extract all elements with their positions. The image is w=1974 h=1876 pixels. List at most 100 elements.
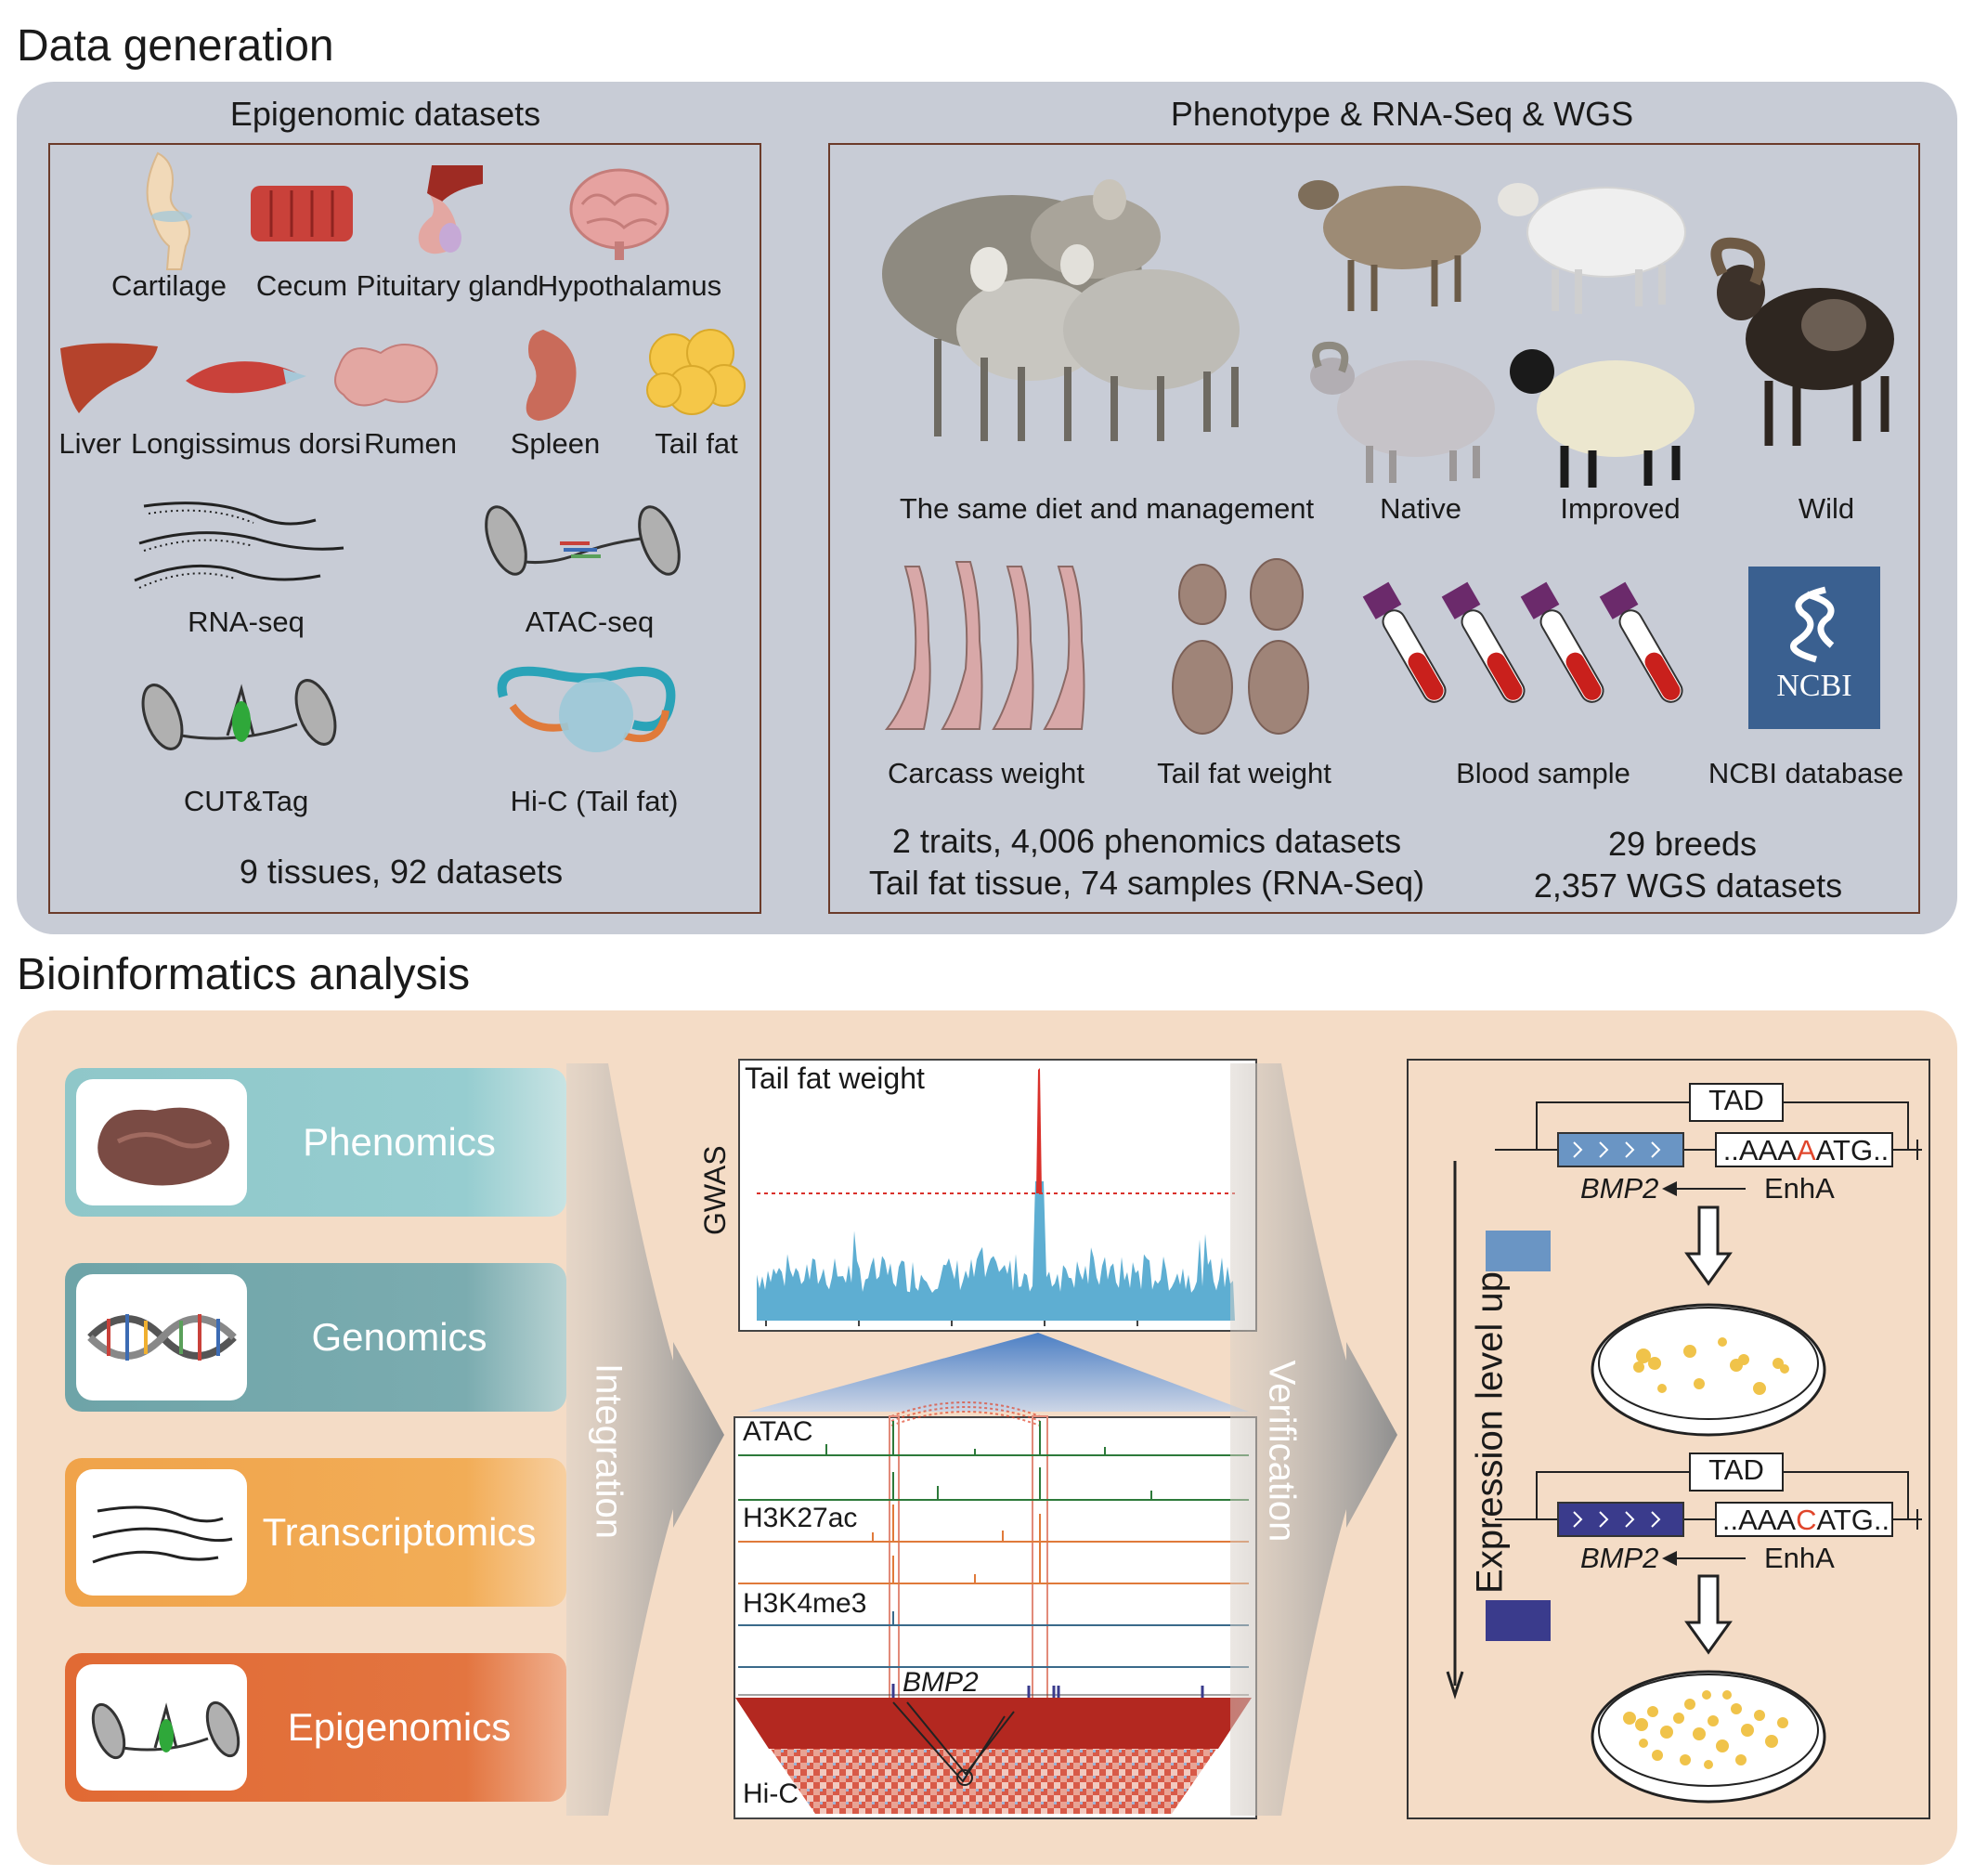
tissue-label-tail-fat: Tail fat	[655, 427, 738, 460]
section-title-bioinformatics: Bioinformatics analysis	[17, 950, 471, 999]
tissue-label-cartilage: Cartilage	[110, 269, 227, 302]
transcriptomics-label: Transcriptomics	[262, 1510, 537, 1554]
rna-seq-icon	[134, 502, 344, 589]
epigenomics-tile	[76, 1664, 247, 1791]
genomics-block: Genomics	[65, 1263, 566, 1412]
gwas-signal-area	[757, 1181, 1235, 1321]
phenomics-label: Phenomics	[303, 1120, 496, 1164]
verification-arrow-icon	[1230, 1063, 1397, 1816]
enhancer-sequence-1: ..AAAAATG..	[1718, 1134, 1894, 1167]
sample-label-tail-fat-weight: Tail fat weight	[1157, 757, 1331, 789]
transcriptomics-block: Transcriptomics	[65, 1458, 566, 1607]
sample-label-blood-sample: Blood sample	[1456, 757, 1630, 789]
zoom-triangle	[747, 1333, 1249, 1412]
assay-label-rna-seq: RNA-seq	[188, 606, 305, 638]
native-horned-sheep-icon	[1310, 341, 1495, 483]
genomics-label: Genomics	[311, 1315, 487, 1359]
epigenomic-title: Epigenomic datasets	[229, 95, 541, 133]
track-label-bmp2: BMP2	[903, 1667, 979, 1698]
legend-light-box	[1486, 1231, 1551, 1271]
sample-label-carcass-weight: Carcass weight	[888, 757, 1084, 789]
sample-label-ncbi-database: NCBI database	[1708, 757, 1904, 789]
model-box	[1407, 1059, 1930, 1819]
tissue-label-pituitary-gland: Pituitary gland	[356, 269, 539, 302]
seq2-suffix: ATG..	[1816, 1504, 1890, 1536]
gwas-title: Tail fat weight	[745, 1062, 925, 1095]
construct-2-diagram	[1495, 1453, 1922, 1566]
rumen-icon	[334, 344, 438, 407]
track-label-atac: ATAC	[743, 1416, 813, 1447]
track-label-hi-c: Hi-C	[743, 1778, 799, 1809]
ncbi-helix-icon	[1790, 586, 1835, 663]
improved-white-sheep-icon	[1498, 183, 1686, 314]
blood-sample-icon	[1362, 581, 1683, 703]
down-arrow-1-icon	[1684, 1205, 1733, 1286]
epigenomic-summary: 9 tissues, 92 datasets	[239, 853, 564, 891]
petri-dish-1-icon	[1591, 1303, 1826, 1437]
group-label-same-diet: The same diet and management	[899, 492, 1315, 525]
liver-icon	[60, 343, 158, 413]
cut-and-tag-icon	[141, 679, 337, 750]
tad-label-1: TAD	[1708, 1084, 1764, 1116]
pituitary-gland-icon	[418, 165, 483, 254]
gwas-ylabel: GWAS	[698, 1145, 732, 1235]
tail-fat-tissue-icon	[97, 1107, 229, 1186]
transcriptomics-tile	[76, 1469, 247, 1596]
phenotype-summary-rnaseq: Tail fat tissue, 74 samples (RNA-Seq)	[868, 864, 1425, 902]
gwas-manhattan-plot	[757, 1068, 1235, 1326]
enhancer-sequence-2: ..AAACATG..	[1718, 1504, 1894, 1537]
expression-arrow-icon	[1446, 1161, 1464, 1700]
bmp2-gene-box-1	[1557, 1132, 1684, 1167]
assay-label-cut-and-tag: CUT&Tag	[183, 785, 309, 817]
tissue-label-spleen: Spleen	[510, 427, 601, 460]
phenomics-block: Phenomics	[65, 1068, 566, 1217]
atac-seq-icon	[485, 505, 681, 576]
carcass-icon	[884, 561, 1085, 730]
enhancer-label-2: EnhA	[1764, 1542, 1835, 1574]
phenotype-title: Phenotype & RNA-Seq & WGS	[1170, 95, 1634, 133]
track-label-h3k4me3: H3K4me3	[743, 1588, 867, 1619]
sheep-herd-icon	[882, 179, 1240, 441]
tissue-label-rumen: Rumen	[364, 427, 457, 460]
tissue-label-hypothalamus: Hypothalamus	[537, 269, 722, 302]
track-label-h3k27ac: H3K27ac	[743, 1503, 858, 1533]
phenotype-summary-breeds: 29 breeds	[1607, 825, 1758, 863]
tissue-label-cecum: Cecum	[255, 269, 348, 302]
enhancer-label-1: EnhA	[1764, 1172, 1835, 1205]
tad-label-2: TAD	[1708, 1453, 1764, 1486]
construct-1-diagram	[1495, 1083, 1922, 1196]
phenomics-tile	[76, 1079, 247, 1205]
seq1-prefix: ..AAA	[1722, 1134, 1797, 1166]
group-label-native: Native	[1380, 492, 1461, 525]
group-label-improved: Improved	[1560, 492, 1681, 525]
cut-and-tag-small-icon	[91, 1700, 240, 1760]
seq1-suffix: ATG..	[1815, 1134, 1890, 1166]
petri-dish-2-icon	[1591, 1670, 1826, 1804]
section-title-data-generation: Data generation	[17, 21, 334, 71]
verification-label: Verification	[1261, 1360, 1303, 1543]
cecum-icon	[251, 186, 353, 241]
ncbi-logo: NCBI	[1748, 567, 1880, 729]
cartilage-icon	[146, 151, 192, 270]
tail-fat-weight-icon	[1172, 558, 1309, 735]
rna-strands-icon	[92, 1505, 233, 1564]
native-sheep-icon	[1298, 180, 1481, 311]
hi-c-icon	[497, 666, 676, 752]
integration-arrow-icon	[566, 1063, 724, 1816]
hi-c-heatmap	[735, 1698, 1252, 1814]
hypothalamus-icon	[569, 168, 669, 260]
longissimus-dorsi-icon	[186, 361, 306, 394]
gene-label-2: BMP2	[1580, 1542, 1659, 1574]
bmp2-gene-box-2	[1557, 1502, 1684, 1537]
spleen-icon	[526, 330, 577, 421]
gene-label-1: BMP2	[1580, 1172, 1659, 1205]
tissue-label-longissimus-dorsi: Longissimus dorsi	[130, 427, 362, 460]
tail-fat-icon	[646, 329, 746, 415]
legend-dark-box	[1486, 1600, 1551, 1641]
seq2-prefix: ..AAA	[1721, 1504, 1797, 1536]
phenotype-summary-wgs: 2,357 WGS datasets	[1533, 866, 1843, 905]
assay-label-atac-seq: ATAC-seq	[525, 606, 655, 638]
epigenomics-block: Epigenomics	[65, 1653, 566, 1802]
seq2-variant-base: C	[1796, 1504, 1817, 1536]
improved-blackface-sheep-icon	[1510, 349, 1695, 488]
